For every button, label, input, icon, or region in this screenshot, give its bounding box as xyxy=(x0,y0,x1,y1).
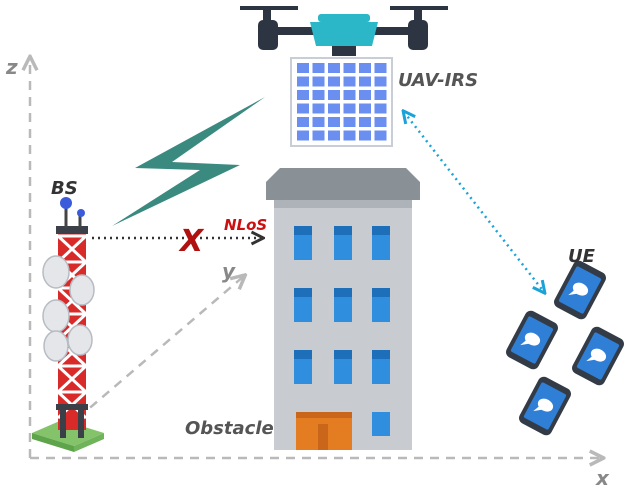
window-top xyxy=(334,288,352,297)
irs-element xyxy=(312,76,325,87)
building-icon xyxy=(266,168,420,450)
irs-element xyxy=(343,130,356,141)
irs-element xyxy=(328,117,340,127)
irs-element xyxy=(374,130,387,141)
drone-icon xyxy=(240,6,448,56)
smartphone-icon xyxy=(506,310,558,370)
irs-element xyxy=(374,103,387,114)
y-axis xyxy=(77,276,244,419)
nlos-link: X NLoS xyxy=(92,216,267,259)
lightning-link-icon xyxy=(112,97,265,226)
irs-element xyxy=(312,117,325,127)
irs-element xyxy=(328,90,340,100)
irs-element xyxy=(374,117,387,127)
uav-irs-label: UAV-IRS xyxy=(398,70,478,91)
irs-element xyxy=(312,103,325,114)
obstacle-label: Obstacle xyxy=(185,418,274,439)
irs-element xyxy=(359,76,371,87)
smartphone-icon xyxy=(572,326,624,386)
uav-ue-link xyxy=(404,112,544,292)
irs-element xyxy=(359,130,371,141)
irs-element xyxy=(312,130,325,141)
window-top xyxy=(372,288,390,297)
window-top xyxy=(294,226,312,235)
irs-element xyxy=(359,117,371,127)
irs-element xyxy=(312,90,325,100)
blocked-x-icon: X xyxy=(178,224,205,259)
axes: z x y xyxy=(5,55,610,490)
irs-element xyxy=(359,63,371,73)
irs-element xyxy=(359,103,371,114)
ue-label: UE xyxy=(568,246,596,267)
smartphone-icon xyxy=(519,376,571,436)
irs-element xyxy=(359,90,371,100)
irs-element xyxy=(343,117,356,127)
nlos-label: NLoS xyxy=(224,216,267,234)
irs-element xyxy=(343,76,356,87)
irs-element xyxy=(374,76,387,87)
axis-y-label: y xyxy=(222,259,236,283)
irs-element xyxy=(297,117,309,127)
window-top xyxy=(372,350,390,359)
irs-element xyxy=(312,63,325,73)
window-top xyxy=(372,226,390,235)
irs-element xyxy=(343,103,356,114)
irs-element xyxy=(374,63,387,73)
irs-element xyxy=(328,76,340,87)
ue-devices xyxy=(506,260,624,436)
irs-element xyxy=(297,90,309,100)
irs-element xyxy=(343,90,356,100)
axis-x-label: x xyxy=(595,466,610,490)
tower-brace xyxy=(56,364,88,394)
window-top xyxy=(334,226,352,235)
irs-element xyxy=(328,103,340,114)
irs-element xyxy=(297,130,309,141)
irs-panel-icon xyxy=(290,57,393,147)
irs-element xyxy=(343,63,356,73)
window-top xyxy=(334,350,352,359)
irs-element xyxy=(297,63,309,73)
irs-element xyxy=(328,63,340,73)
irs-element xyxy=(297,76,309,87)
window-top xyxy=(294,288,312,297)
irs-element xyxy=(328,130,340,141)
axis-z-label: z xyxy=(5,55,18,79)
bs-label: BS xyxy=(51,178,78,199)
window-top xyxy=(294,350,312,359)
base-station-tower-icon xyxy=(32,197,104,452)
irs-element xyxy=(374,90,387,100)
smartphone-icon xyxy=(554,260,606,320)
irs-element xyxy=(297,103,309,114)
